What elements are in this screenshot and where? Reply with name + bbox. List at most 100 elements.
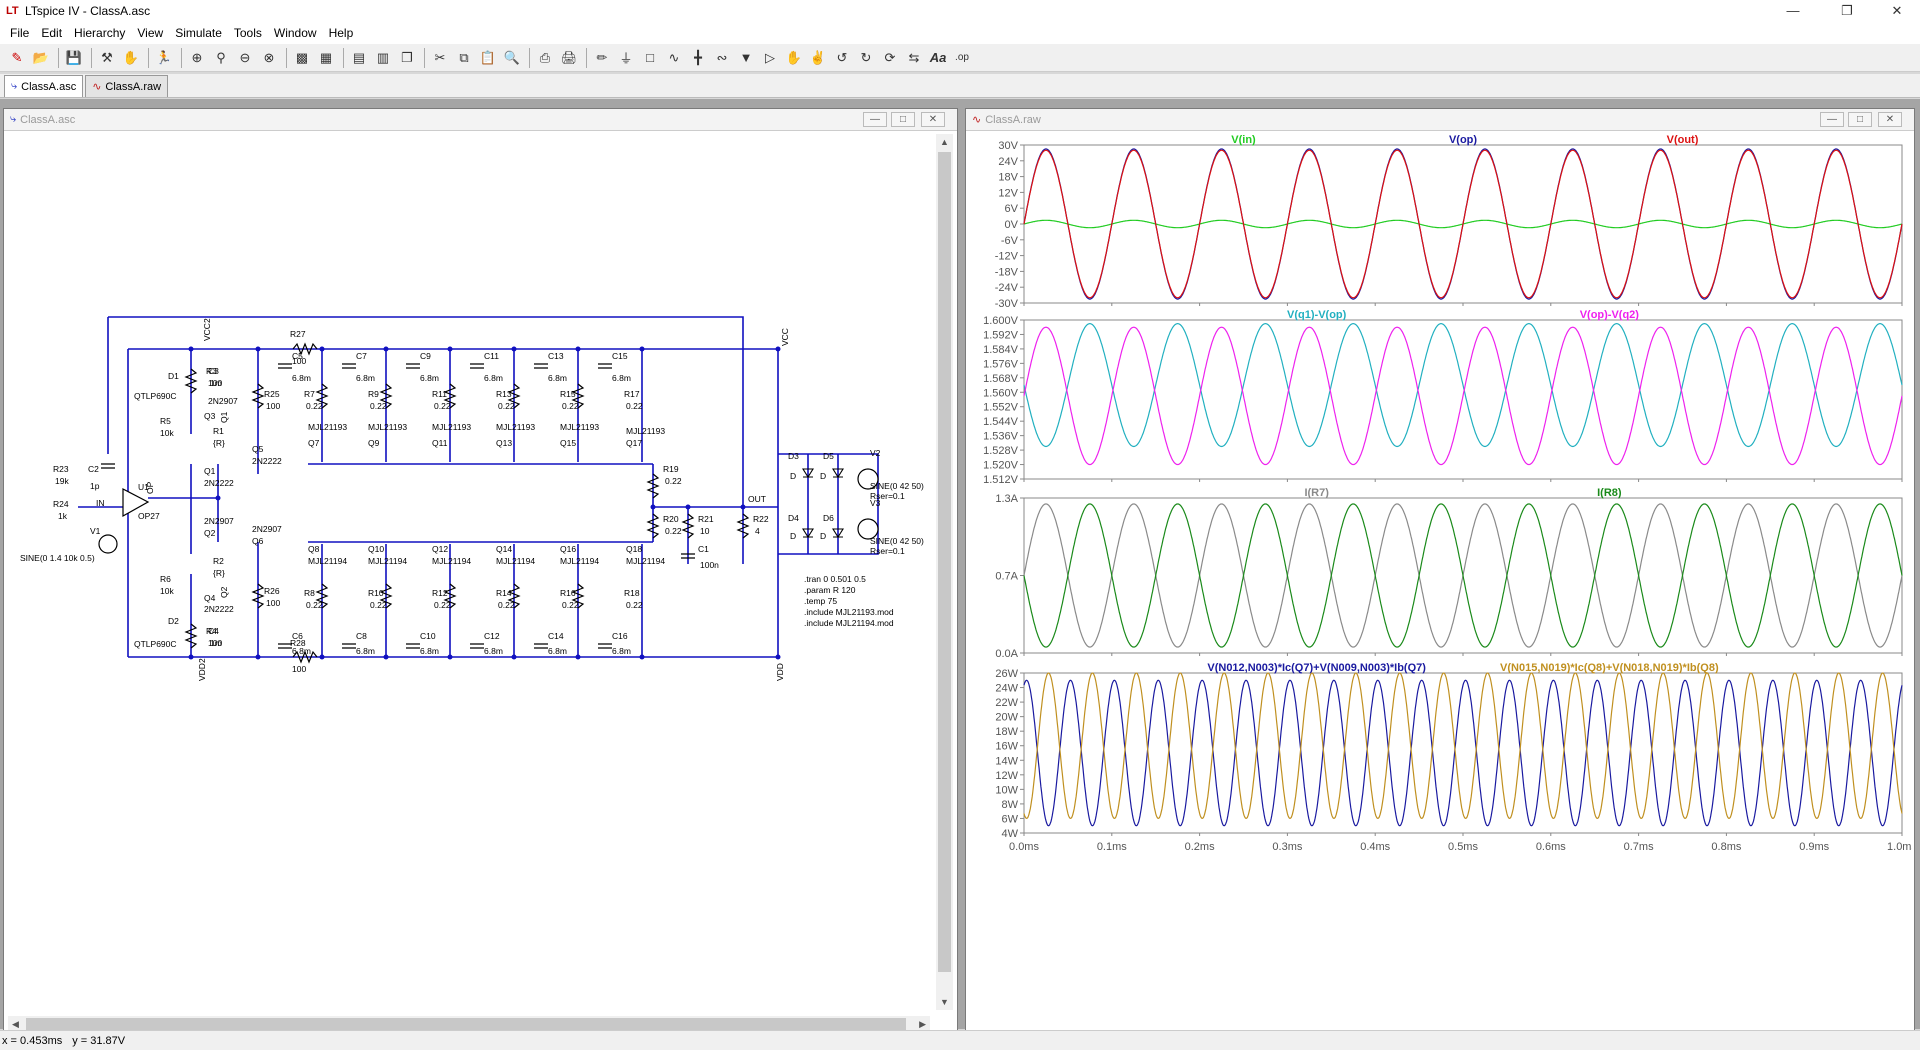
minimize-icon[interactable]: — (863, 112, 887, 127)
menu-help[interactable]: Help (328, 26, 354, 40)
restore-icon[interactable]: ❐ (1841, 3, 1853, 18)
resistor-icon[interactable]: ∿ (668, 49, 680, 65)
scroll-thumb[interactable] (938, 152, 951, 972)
tab-schematic[interactable]: ⤷ ClassA.asc (4, 75, 84, 97)
label-c13: C13 (548, 351, 564, 361)
move-icon[interactable]: ✋ (785, 49, 803, 65)
label-out: OUT (748, 494, 766, 504)
minimize-icon[interactable]: — (1786, 3, 1800, 18)
menu-view[interactable]: View (137, 26, 164, 40)
label-q2-vert: Q2 (219, 586, 229, 598)
inductor-icon[interactable]: ∾ (716, 49, 728, 65)
menu-file[interactable]: File (10, 26, 30, 40)
tile-horizontal-icon[interactable]: ▤ (352, 49, 366, 65)
zoom-in-icon[interactable]: ⊕ (191, 49, 203, 65)
menu-simulate[interactable]: Simulate (175, 26, 222, 40)
maximize-icon[interactable]: □ (1848, 112, 1872, 127)
ground-icon[interactable]: ⏚ (619, 51, 633, 66)
label-net-icon[interactable]: □ (646, 50, 654, 65)
paste-icon[interactable]: 📋 (479, 49, 497, 65)
drag-icon[interactable]: ✌ (809, 49, 827, 65)
cascade-icon[interactable]: ❐ (401, 49, 413, 65)
print-preview-icon[interactable]: ⎙ (539, 49, 551, 65)
draw-wire-icon[interactable]: ✏ (596, 49, 608, 65)
maximize-icon[interactable]: □ (891, 112, 915, 127)
mirror-icon[interactable]: ⇆ (908, 49, 920, 65)
x-tick-label: 0.1ms (1097, 841, 1127, 853)
schematic-horizontal-scrollbar[interactable]: ◀ ▶ (8, 1016, 930, 1033)
directive-include1: .include MJL21193.mod (804, 607, 894, 617)
waveform-pane-0: 30V24V18V12V6V0V-6V-12V-18V-24V-30VV(in)… (995, 134, 1903, 310)
menu-window[interactable]: Window (273, 26, 317, 40)
schematic-vertical-scrollbar[interactable]: ▲ ▼ (936, 134, 953, 1010)
label-r1: R1 (213, 426, 224, 436)
y-tick-label: 1.512V (983, 474, 1019, 486)
x-tick-label: 1.0ms (1887, 841, 1912, 853)
label-r9: R9 (368, 389, 379, 399)
open-folder-icon[interactable]: 📂 (32, 49, 50, 65)
spice-directive-icon[interactable]: .op (955, 52, 969, 63)
label-q15: Q15 (560, 438, 576, 448)
toolbar-separator (91, 47, 92, 68)
cut-icon[interactable]: ✂ (434, 49, 446, 65)
schematic-drawing[interactable]: VCC2 VCC VDD2 VDD R27 100 R28 100 C3 1m … (8, 134, 930, 1010)
y-tick-label: 1.520V (983, 460, 1019, 472)
run-icon[interactable]: 🏃 (155, 49, 173, 65)
scroll-left-icon[interactable]: ◀ (12, 1019, 19, 1029)
menu-hierarchy[interactable]: Hierarchy (74, 26, 126, 40)
close-icon[interactable]: ✕ (1878, 112, 1902, 127)
y-tick-label: 14W (995, 755, 1018, 767)
find-icon[interactable]: 🔍 (503, 49, 521, 65)
waveform-chart[interactable]: 30V24V18V12V6V0V-6V-12V-18V-24V-30VV(in)… (968, 133, 1917, 1035)
label-r24: R24 (53, 499, 69, 509)
trace-V(q1)-V(op) (1023, 322, 1903, 448)
text-icon[interactable]: Aa (929, 50, 947, 65)
scroll-down-icon[interactable]: ▼ (940, 997, 949, 1007)
scroll-right-icon[interactable]: ▶ (919, 1019, 926, 1029)
schematic-canvas[interactable]: VCC2 VCC VDD2 VDD R27 100 R28 100 C3 1m … (8, 134, 930, 1010)
label-q5m: 2N2222 (252, 456, 282, 466)
scroll-thumb[interactable] (26, 1018, 906, 1031)
label-r12: R12 (432, 588, 448, 598)
label-q14: Q14 (496, 544, 512, 554)
title-bar: LT LTspice IV - ClassA.asc — ❐ ✕ (0, 0, 1920, 22)
undo-icon[interactable]: ↺ (836, 49, 848, 65)
control-panel-icon[interactable]: ⚒ (101, 49, 113, 65)
print-icon[interactable]: 🖨 (560, 49, 578, 65)
y-tick-label: 1.3A (995, 493, 1018, 505)
copy-icon[interactable]: ⧉ (459, 49, 469, 65)
label-r17v: 0.22 (626, 401, 643, 411)
menu-tools[interactable]: Tools (233, 26, 262, 40)
close-icon[interactable]: ✕ (921, 112, 945, 127)
capacitor-icon[interactable]: ╋ (694, 49, 702, 65)
label-q1: Q1 (204, 466, 216, 476)
y-tick-label: 0V (1005, 219, 1019, 231)
scroll-up-icon[interactable]: ▲ (940, 137, 949, 147)
zoom-out-icon[interactable]: ⊖ (239, 49, 251, 65)
pan-icon[interactable]: ⚲ (216, 49, 226, 65)
x-tick-label: 0.2ms (1185, 841, 1215, 853)
y-tick-label: -30V (995, 298, 1019, 310)
autorange-icon[interactable]: ▩ (295, 49, 309, 65)
close-icon[interactable]: ✕ (1891, 3, 1903, 18)
halt-icon[interactable]: ✋ (122, 49, 140, 65)
new-schematic-icon[interactable]: ✎ (11, 49, 23, 65)
label-r17: R17 (624, 389, 640, 399)
tab-waveform[interactable]: ∿ ClassA.raw (85, 75, 169, 97)
minimize-icon[interactable]: — (1820, 112, 1844, 127)
label-c15v: 6.8m (612, 373, 631, 383)
view-grid-icon[interactable]: ▦ (319, 49, 333, 65)
rotate-icon[interactable]: ⟳ (884, 49, 896, 65)
y-tick-label: 30V (998, 140, 1018, 152)
tile-vertical-icon[interactable]: ▥ (376, 49, 390, 65)
save-icon[interactable]: 💾 (65, 49, 83, 65)
status-bar: x = 0.453ms y = 31.87V (0, 1030, 1920, 1050)
label-q10: Q10 (368, 544, 384, 554)
label-r19v: 0.22 (665, 476, 682, 486)
menu-edit[interactable]: Edit (41, 26, 63, 40)
redo-icon[interactable]: ↻ (860, 49, 872, 65)
component-icon[interactable]: ▷ (765, 49, 775, 65)
diode-icon[interactable]: ▼ (739, 50, 753, 65)
zoom-fit-icon[interactable]: ⊗ (263, 49, 275, 65)
